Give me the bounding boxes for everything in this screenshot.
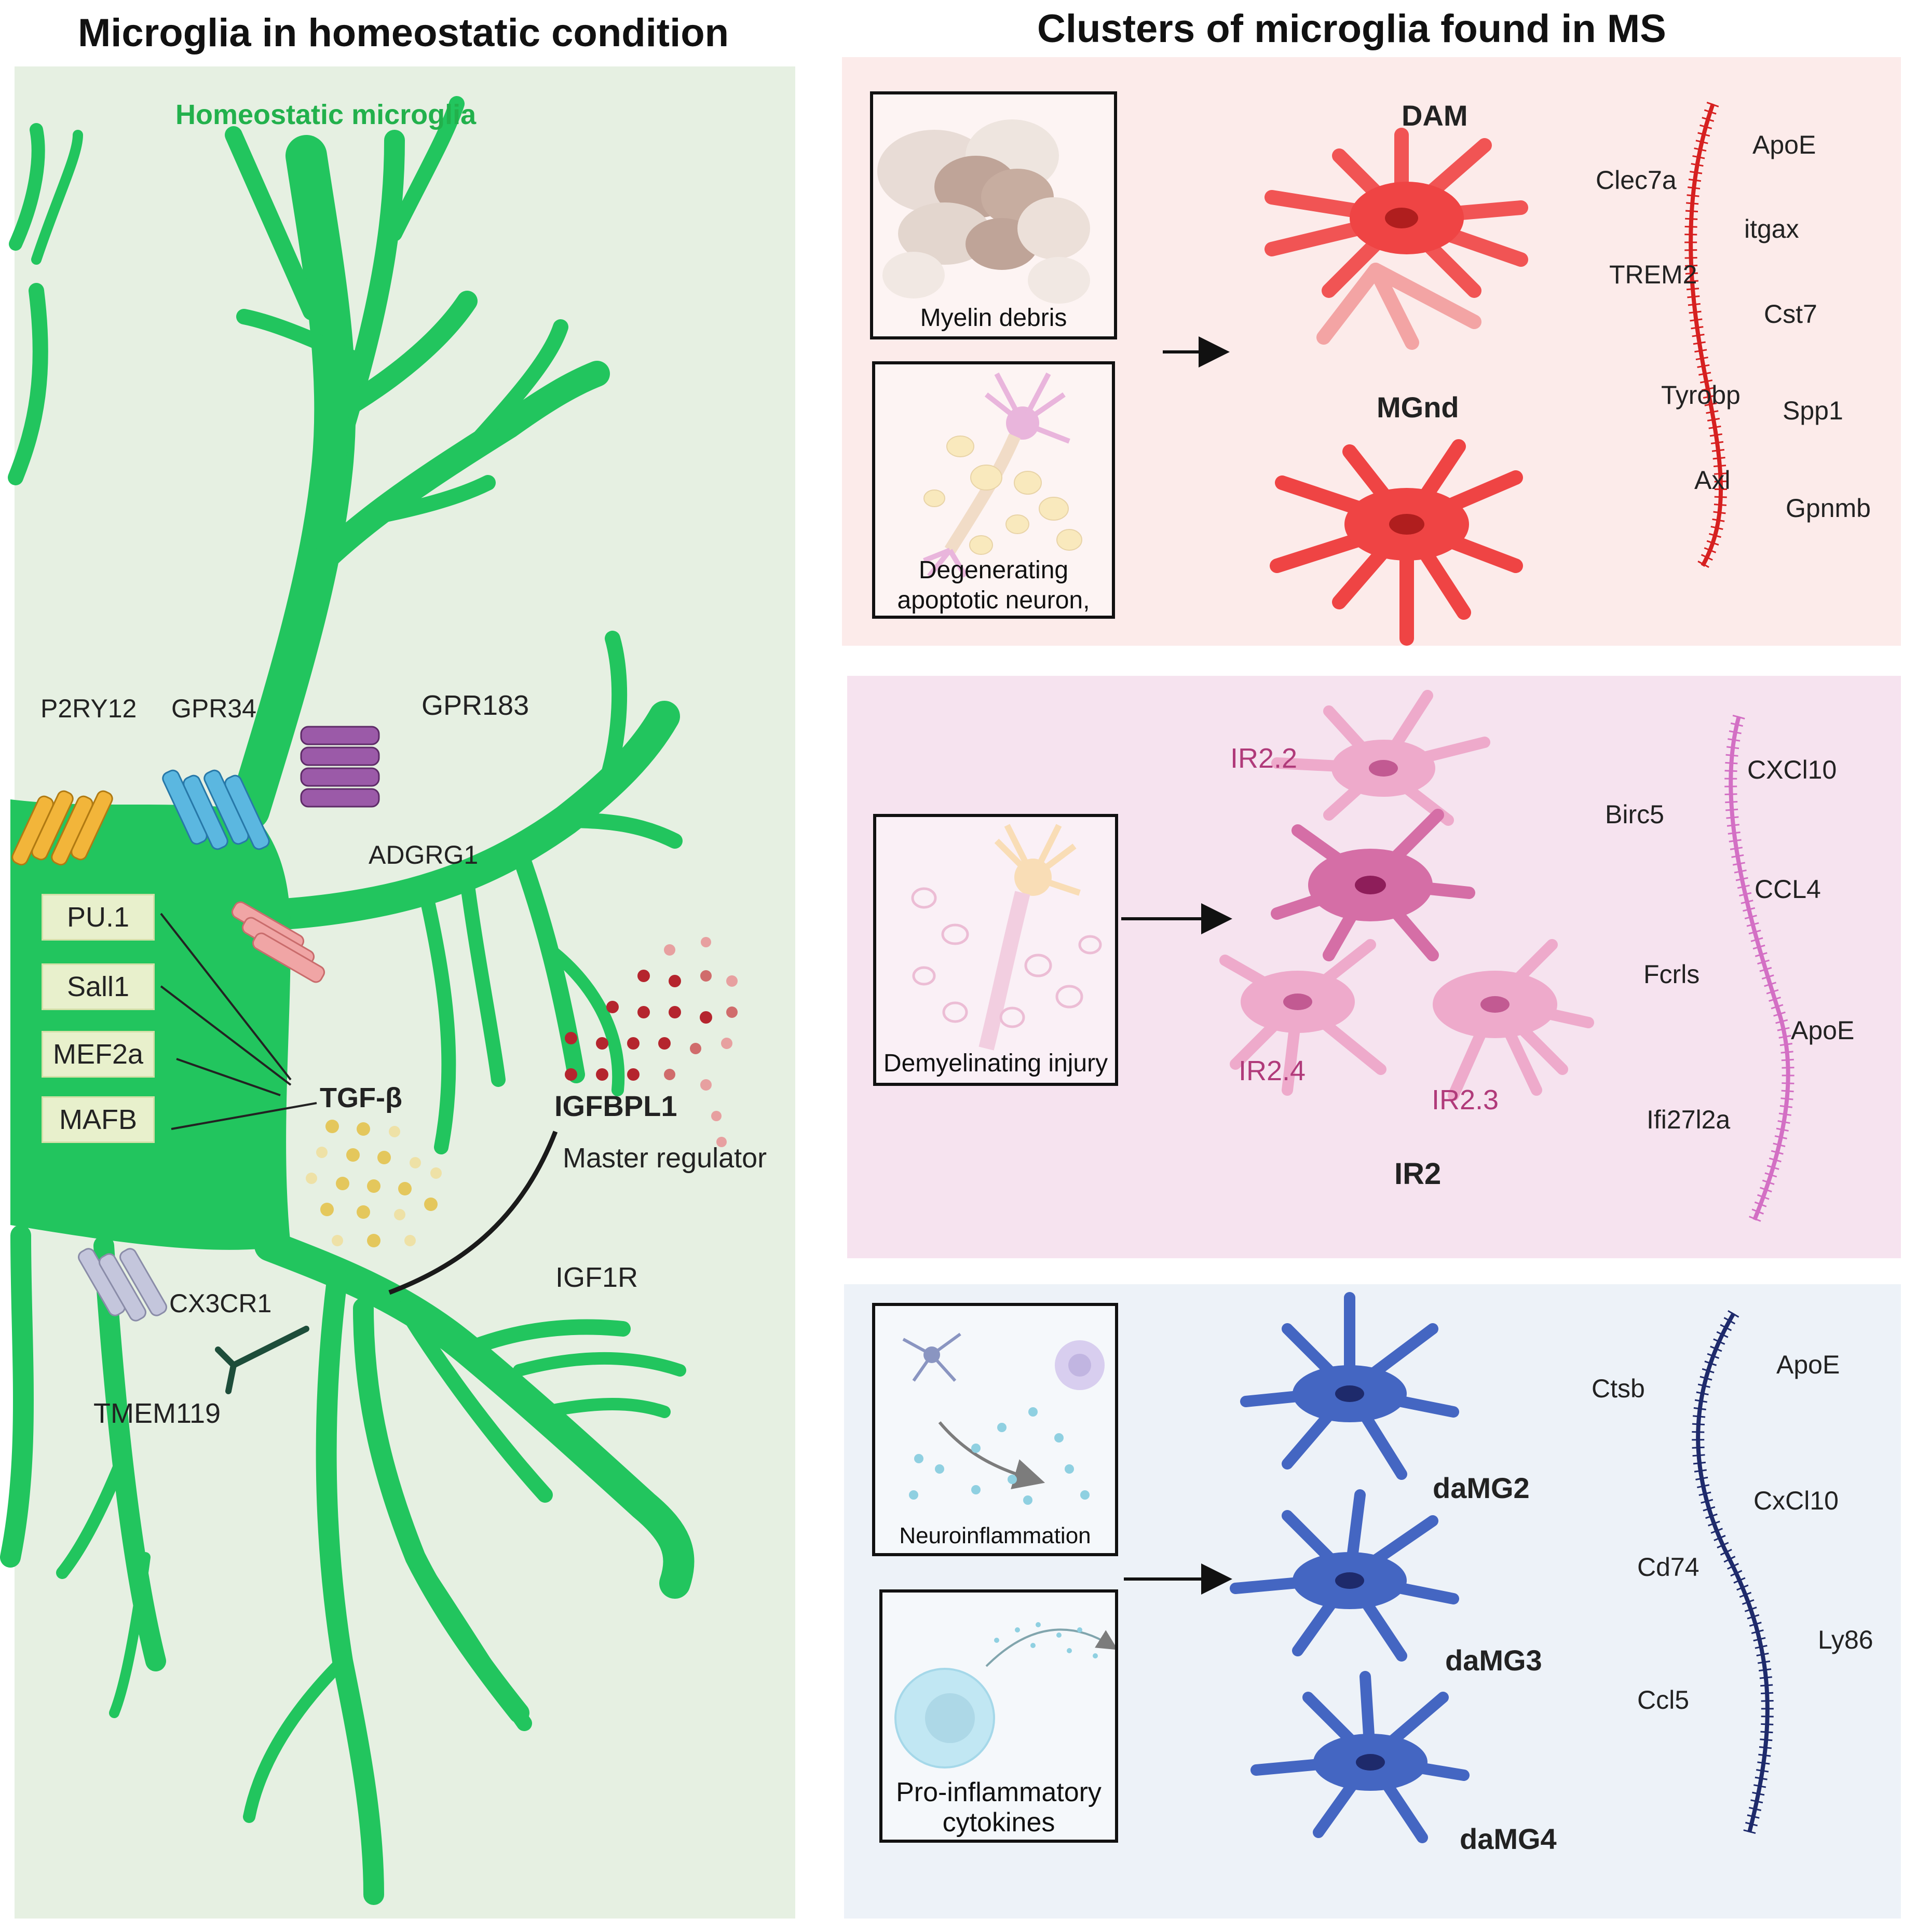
tgf-beta-label: TGF-β [320,1082,402,1113]
apoptotic-neuron-box: Degenerating apoptotic neuron, [872,361,1115,619]
gene-tyrobp: Tyrobp [1661,380,1741,410]
ir2-microglia-cluster [1219,690,1594,1101]
gene-axl: Axl [1694,466,1731,495]
dam-label: DAM [1402,99,1468,132]
cluster2-gene-strand [1724,714,1794,1222]
gene-cxcl10-1: CXCl10 [1747,755,1837,784]
gene-trem2: TREM2 [1609,260,1697,289]
tf-box-sall1: Sall1 [42,963,155,1010]
tf-box-mef2a: MEF2a [42,1031,155,1078]
igfbpl1-connector [388,1131,558,1295]
right-heading: Clusters of microglia found in MS [1037,7,1666,51]
ir2-2-label: IR2.2 [1230,743,1298,774]
gene-ly86: Ly86 [1818,1625,1873,1654]
mgnd-microglia-cell [1270,439,1523,646]
apoptotic-neuron-caption: Degenerating apoptotic neuron, [897,556,1090,614]
tgf-beta-dots [306,1120,442,1247]
damg3-label: daMG3 [1445,1644,1542,1677]
igfbpl1-label: IGFBPL1 [554,1090,677,1122]
gpr183-receptor-icon [300,726,380,808]
ir2-main-cell [1271,809,1475,961]
damg3-microglia-cell [1230,1489,1459,1662]
ir2-2-cell [1271,690,1490,826]
dam-microglia-cell [1265,128,1528,350]
demyelinating-injury-illustration [911,824,1102,1051]
p2ry12-receptor-icon [11,790,113,866]
neuroinflammation-box: Neuroinflammation [872,1303,1118,1556]
gene-ccl4: CCL4 [1755,875,1821,904]
gene-apoe-1: ApoE [1752,130,1816,159]
cluster1-gene-strand [1684,102,1727,569]
ir2-3-cell [1433,939,1594,1101]
ir2-4-label: IR2.4 [1239,1055,1306,1086]
ir2-3-label: IR2.3 [1432,1084,1499,1115]
cx3cr1-receptor-icon [78,1248,167,1322]
gene-clec7a: Clec7a [1596,166,1677,195]
left-heading: Microglia in homeostatic condition [78,11,729,55]
gene-apoe-3: ApoE [1776,1350,1840,1379]
gene-gpnmb: Gpnmb [1786,494,1871,523]
damg2-label: daMG2 [1433,1472,1530,1504]
damg4-label: daMG4 [1460,1822,1557,1855]
demyelinating-injury-caption: Demyelinating injury [883,1050,1108,1077]
tmem119-label: TMEM119 [93,1398,221,1429]
adgrg1-label: ADGRG1 [369,840,479,869]
master-regulator-label: Master regulator [563,1142,767,1174]
ir2-label: IR2 [1394,1157,1442,1191]
gene-cxcl10-2: CxCl10 [1753,1486,1839,1515]
igf1r-label: IGF1R [555,1262,638,1293]
tf-box-pu1: PU.1 [42,894,155,941]
gene-ctsb: Ctsb [1592,1374,1645,1403]
gene-cd74: Cd74 [1637,1553,1700,1582]
cx3cr1-label: CX3CR1 [169,1289,272,1318]
gene-birc5: Birc5 [1605,800,1664,829]
gene-spp1: Spp1 [1783,396,1843,425]
p2ry12-label: P2RY12 [40,694,137,723]
cytokines-illustration [894,1622,1118,1768]
myelin-debris-caption: Myelin debris [920,304,1067,332]
gene-cst7: Cst7 [1764,300,1817,329]
gene-ccl5: Ccl5 [1637,1685,1690,1715]
gene-ifi27l2a: Ifi27l2a [1647,1105,1731,1134]
neuroinflammation-illustration [902,1332,1105,1505]
apoptotic-neuron-illustration [923,372,1082,578]
gpr34-receptor-icon [162,769,270,850]
cluster3-gene-strand [1692,1310,1774,1834]
gene-fcrls: Fcrls [1643,960,1700,989]
tf-connector-lines [160,913,317,1130]
mgnd-label: MGnd [1377,391,1459,424]
gpr183-label: GPR183 [422,690,529,721]
cytokines-box: Pro-inflammatory cytokines [879,1589,1118,1843]
homeostatic-subtitle: Homeostatic microglia [175,99,477,130]
igfbpl1-dots [565,937,738,1147]
cytokines-caption: Pro-inflammatory cytokines [896,1777,1102,1838]
gene-itgax: itgax [1744,214,1799,243]
myelin-debris-illustration [877,119,1090,304]
adgrg1-receptor-icon [231,901,325,983]
neuroinflammation-caption: Neuroinflammation [899,1523,1091,1548]
tmem119-receptor-icon [215,1326,309,1394]
gene-apoe-2: ApoE [1791,1016,1855,1045]
demyelinating-injury-box: Demyelinating injury [873,814,1118,1086]
damg4-microglia-cell [1250,1671,1470,1843]
ir2-4-cell [1219,939,1386,1096]
gpr34-label: GPR34 [171,694,256,723]
tf-box-mafb: MAFB [42,1096,155,1143]
myelin-debris-box: Myelin debris [870,91,1117,339]
damg2-microglia-cell [1240,1292,1459,1480]
